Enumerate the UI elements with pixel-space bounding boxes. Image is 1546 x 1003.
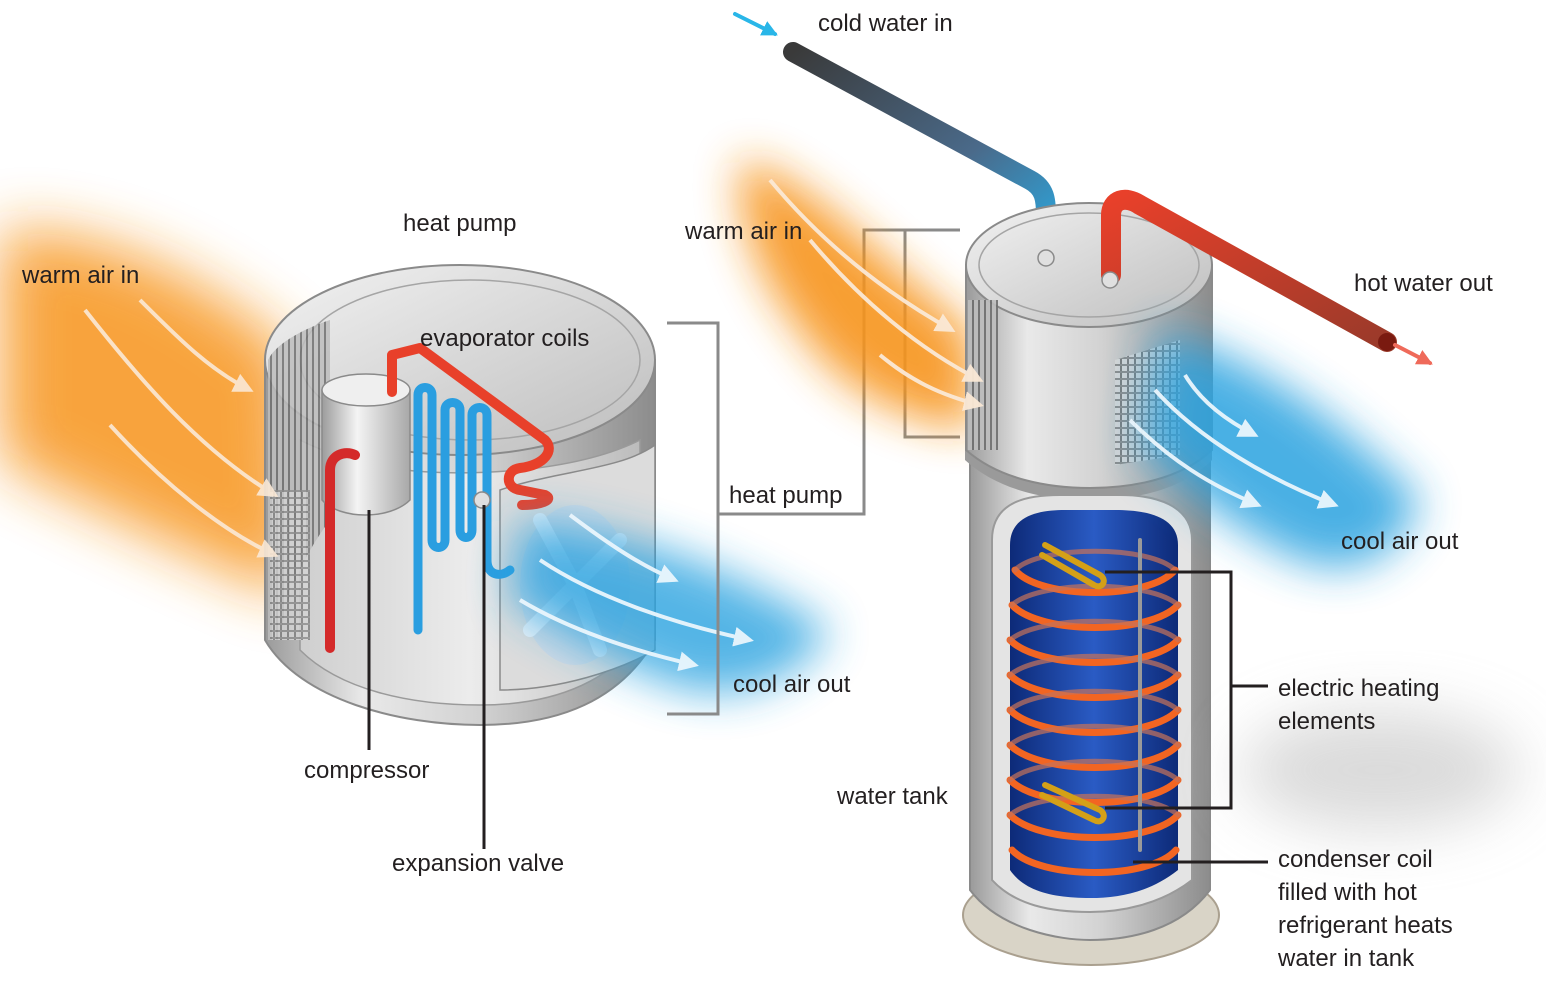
electric-heating-line-2: elements bbox=[1278, 708, 1376, 735]
cool-air-flow-left bbox=[510, 520, 830, 693]
leader-lines-left bbox=[367, 505, 486, 849]
compressor-label: compressor bbox=[304, 757, 430, 784]
condenser-line-1: condenser coil bbox=[1278, 846, 1433, 873]
condenser-line-2: filled with hot bbox=[1278, 879, 1417, 906]
warm-air-arrows-left bbox=[83, 298, 279, 558]
electric-heating-elements-label: electric heating elements bbox=[1278, 672, 1439, 738]
cold-water-in-label: cold water in bbox=[818, 10, 953, 37]
electric-heating-line-1: electric heating bbox=[1278, 675, 1440, 702]
cool-air-arrows-right bbox=[1128, 373, 1339, 509]
heat-pump-title-label: heat pump bbox=[403, 210, 517, 237]
cool-air-out-label-left: cool air out bbox=[733, 671, 851, 698]
condenser-line-4: water in tank bbox=[1278, 945, 1415, 972]
condenser-coil bbox=[1006, 548, 1182, 876]
water-tank-label: water tank bbox=[837, 783, 948, 810]
warm-air-in-label-right: warm air in bbox=[685, 218, 803, 245]
refrigerant-pipes bbox=[325, 343, 554, 653]
shadow-right bbox=[1240, 710, 1520, 830]
expansion-valve-label: expansion valve bbox=[392, 850, 565, 877]
electric-heating-elements bbox=[1039, 538, 1142, 852]
hot-water-out-label: hot water out bbox=[1354, 270, 1493, 297]
cool-air-flow-right bbox=[1140, 330, 1420, 568]
evaporator-coils-label: evaporator coils bbox=[420, 325, 590, 352]
compressor-part bbox=[321, 373, 411, 516]
warm-air-flow-right bbox=[739, 160, 975, 430]
warm-air-flow-left bbox=[0, 230, 300, 600]
condenser-coil-label: condenser coil filled with hot refrigera… bbox=[1278, 843, 1453, 975]
leader-lines-right bbox=[1105, 570, 1268, 864]
heat-pump-bracket-label: heat pump bbox=[729, 482, 843, 509]
warm-air-in-label-left: warm air in bbox=[22, 262, 140, 289]
cool-air-out-label-right: cool air out bbox=[1341, 528, 1459, 555]
condenser-line-3: refrigerant heats bbox=[1278, 912, 1453, 939]
hot-water-pipe bbox=[1037, 189, 1433, 365]
cool-air-arrows-left bbox=[518, 513, 754, 672]
warm-air-arrows-right bbox=[768, 178, 984, 411]
